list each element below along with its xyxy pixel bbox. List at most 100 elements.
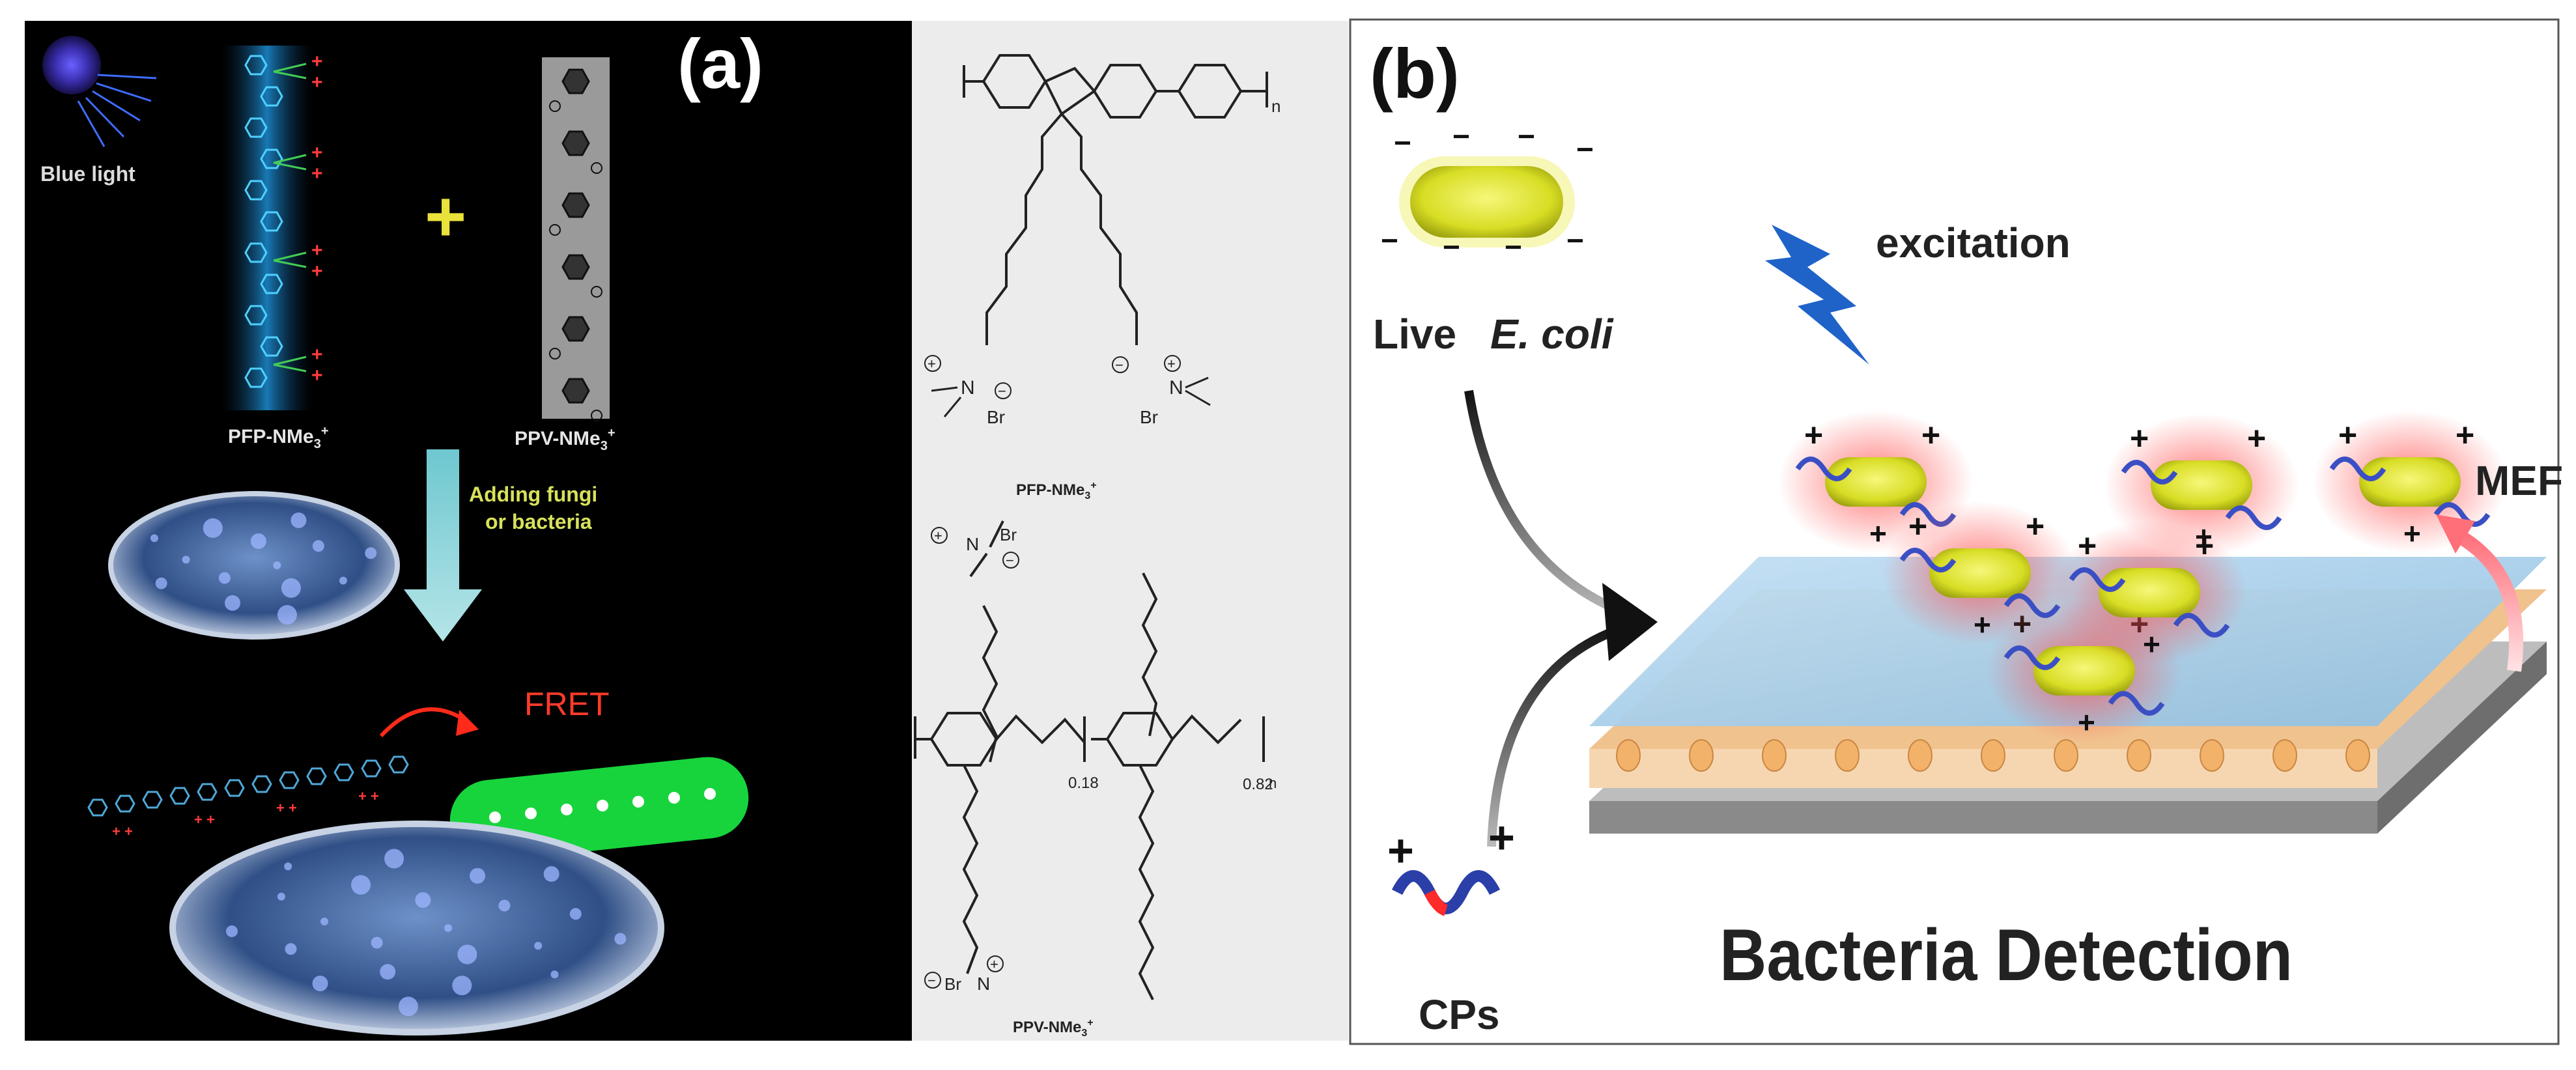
bacteria-detection-title: Bacteria Detection [1720, 914, 2293, 996]
surface-bacterium [2151, 460, 2252, 510]
ppv-polymer-chain [549, 68, 602, 421]
nanoparticle [1835, 739, 1860, 772]
pfp-sidechain [273, 259, 307, 268]
pfp-ring [244, 367, 268, 388]
merge-arrowhead-icon [1602, 583, 1658, 661]
surface-plus: + [2456, 417, 2474, 453]
ppv-charge-icon [549, 100, 561, 112]
surface-plus: + [2078, 705, 2095, 739]
pfp-h-ring [224, 779, 245, 797]
surface-plus: + [2078, 528, 2097, 564]
pfp-h-charge: + + [276, 800, 297, 816]
cell-spot [150, 534, 158, 542]
cell-spot [182, 556, 190, 564]
surface-plus: + [2195, 528, 2214, 564]
surface-plus: + [1974, 608, 1991, 641]
pfp-charge: + [311, 365, 323, 386]
nanoparticle [2272, 739, 2297, 772]
nanoparticle [2345, 739, 2370, 772]
nanoparticle [1908, 739, 1932, 772]
ecoli-minus: − [1505, 230, 1522, 264]
nanoparticle [1616, 739, 1641, 772]
panel-a-label: (a) [677, 24, 763, 103]
pfp-right-minus-icon [1112, 356, 1129, 373]
ppv-top-minus: − [1006, 552, 1014, 569]
ppv-fraction-2: 0.82 [1243, 776, 1273, 793]
green-dot [704, 788, 716, 800]
surface-bacterium [2099, 568, 2200, 617]
cell-spot [543, 866, 559, 882]
ppv-top-plus-icon [931, 527, 948, 544]
green-dot [525, 808, 537, 819]
pfp-h-ring [279, 771, 300, 789]
cell-spot [339, 576, 347, 585]
ppv-structure [914, 520, 1265, 1000]
ecoli-minus: − [1394, 126, 1411, 160]
fret-arrowhead-icon [456, 710, 479, 736]
pfp-h-ring [361, 759, 382, 778]
cell-spot [273, 561, 281, 569]
green-dot [632, 796, 644, 808]
cps-label: CPs [1419, 991, 1500, 1038]
silver-nanoparticles [1616, 739, 2370, 772]
surface-bacterium [2359, 457, 2461, 507]
cell-spot [250, 533, 266, 549]
ppv-ring [561, 254, 590, 280]
structure-background [912, 21, 1348, 1041]
cell-spot [470, 867, 486, 884]
pfp-charge: + [311, 72, 323, 93]
nanoparticle [1689, 739, 1714, 772]
pfp-structure [963, 54, 1268, 345]
ecoli-minus: − [1576, 132, 1594, 166]
cell-spot [444, 924, 453, 932]
surface-plus: + [2026, 508, 2045, 544]
ecoli-charges: −−−−−−−− [1381, 119, 1594, 264]
pfp-sidechain [273, 63, 307, 73]
pfp-charge: + [311, 344, 323, 365]
surface-plus: + [2403, 516, 2421, 550]
cell-spot [155, 577, 167, 589]
cell-spot [380, 964, 396, 980]
pfp-repeat-n: n [1271, 96, 1281, 116]
ppv-bottom-plus: + [990, 956, 998, 972]
cell-spot [277, 892, 285, 901]
surface-cp [2003, 645, 2165, 716]
ecoli-minus: − [1566, 223, 1584, 257]
nanoparticle [1762, 739, 1787, 772]
surface-bacterium [1929, 548, 2031, 598]
plus-sign: + [425, 176, 466, 257]
ecoli-minus: − [1443, 230, 1460, 264]
pfp-h-ring [306, 767, 327, 785]
ppv-top-br: Br [1000, 525, 1017, 544]
cell-spot [371, 936, 383, 949]
ppv-ring [561, 316, 590, 342]
pfp-charge: + [311, 260, 323, 282]
ppv-bottom-br: Br [944, 974, 961, 994]
pfp-ring [260, 336, 283, 357]
pfp-charges: ++++++++ [273, 51, 323, 386]
pfp-right-plus-icon [1164, 355, 1181, 372]
green-bacterium-dots [489, 788, 716, 823]
pfp-horizontal-chain: + ++ ++ ++ + [87, 755, 409, 839]
cell-spot [312, 976, 328, 992]
cell-spot [312, 540, 324, 552]
cell-top-spots [150, 512, 377, 625]
green-dot [561, 804, 573, 815]
cell-spot [457, 944, 477, 964]
cp-wave-red-segment [1424, 889, 1449, 916]
mef-arrowhead-icon [2436, 514, 2475, 554]
cell-spot [614, 933, 627, 945]
pfp-ring [260, 274, 283, 294]
cell-spot [285, 943, 297, 955]
ecoli-minus: − [1452, 119, 1470, 153]
blue-light-label: Blue light [40, 162, 135, 186]
ppv-box [542, 57, 610, 419]
cell-spot [398, 996, 418, 1017]
pfp-h-ring [333, 763, 354, 781]
cp-plus-right: + [1488, 812, 1515, 863]
live-label: Live [1373, 311, 1456, 358]
ppv-charge-icon [549, 224, 561, 236]
surface-cp [2329, 457, 2491, 527]
surface-plus: + [1908, 508, 1927, 544]
